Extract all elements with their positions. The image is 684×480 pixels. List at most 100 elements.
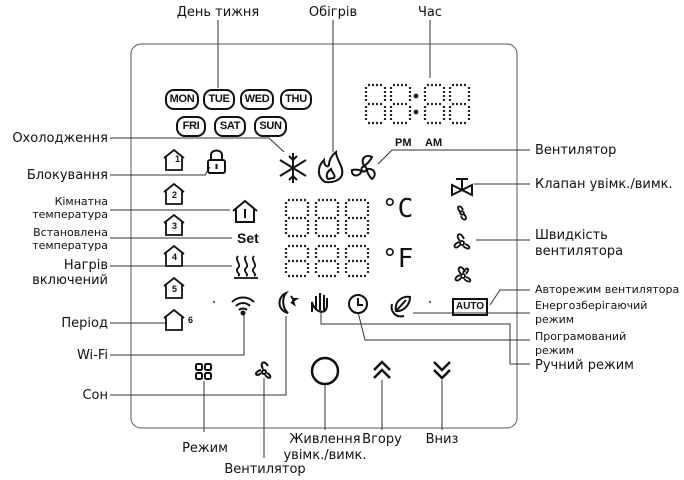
house-period-icon — [163, 244, 185, 267]
label-day-of-week: День тижня — [176, 5, 260, 20]
pm-indicator: PM — [395, 137, 412, 149]
wifi-icon — [231, 296, 255, 316]
label-up: Вгору — [362, 432, 402, 447]
fahrenheit-unit: °F — [382, 244, 414, 274]
period-4: 4 — [172, 252, 178, 262]
am-indicator: AM — [425, 137, 443, 149]
label-program-1: Програмований — [535, 330, 627, 343]
hand-icon — [311, 293, 328, 313]
day-wed: WED — [240, 89, 274, 110]
house-period-icon — [163, 213, 185, 236]
thermostat-panel — [130, 43, 518, 429]
power-icon[interactable] — [310, 356, 340, 386]
moon-icon — [278, 290, 300, 314]
label-eco-2: режим — [535, 313, 575, 326]
room-temp-digit-1 — [284, 198, 310, 238]
label-set-temp-2: температура — [32, 239, 108, 252]
room-temp-digit-2 — [314, 198, 340, 238]
leader-fan-auto — [489, 289, 530, 306]
label-time: Час — [417, 5, 443, 20]
day-sun: SUN — [254, 116, 287, 137]
label-fan-speed-2: вентилятора — [535, 244, 624, 259]
label-heat-on-2: включений — [32, 273, 108, 288]
leader-lock — [110, 166, 211, 176]
celsius-unit: °C — [382, 194, 414, 224]
down-chevron-icon[interactable] — [433, 361, 451, 380]
label-room-temp-2: температура — [32, 208, 108, 221]
leader-wifi — [110, 314, 245, 356]
set-indicator: Set — [237, 230, 259, 246]
time-digit-display — [364, 83, 471, 125]
label-heat-on-1: Нагрів — [63, 258, 108, 273]
house-period-icon — [163, 148, 185, 171]
label-lock: Блокування — [26, 168, 108, 183]
period-house-icons — [163, 148, 185, 331]
fan-button-icon[interactable] — [255, 361, 272, 379]
label-period: Період — [61, 316, 108, 331]
leader-sleep — [110, 316, 287, 396]
time-digit-1 — [364, 83, 387, 125]
label-valve: Клапан увімк./вимк. — [535, 177, 673, 192]
period-1: 1 — [175, 154, 181, 164]
period-3: 3 — [172, 221, 178, 231]
room-temp-digit-3 — [344, 198, 370, 238]
time-digit-2 — [389, 83, 412, 125]
snowflake-icon — [279, 153, 307, 183]
label-sleep: Сон — [82, 388, 108, 403]
time-digit-4 — [448, 83, 471, 125]
clock-icon — [348, 294, 368, 314]
lock-icon — [207, 149, 226, 174]
fan-speed-icon — [453, 205, 472, 283]
dot-right — [429, 301, 431, 303]
label-power-1: Живлення — [289, 432, 361, 447]
label-mode: Режим — [182, 441, 228, 456]
label-cooling: Охолодження — [12, 131, 108, 146]
time-colon-dot — [413, 109, 419, 115]
leader-cooling — [110, 137, 285, 153]
dot-left — [213, 301, 215, 303]
label-program-2: режим — [535, 344, 575, 357]
house-period-icon — [163, 182, 185, 205]
period-6: 6 — [188, 315, 194, 325]
set-temp-digit-3 — [344, 244, 370, 278]
label-wifi: Wi-Fi — [76, 348, 108, 363]
label-fan-auto: Авторежим вентилятора — [535, 283, 680, 296]
day-fri: FRI — [176, 116, 206, 137]
label-eco-1: Енергозберігаючий — [535, 299, 648, 312]
fan-icon — [350, 155, 376, 181]
up-chevron-icon[interactable] — [373, 360, 391, 379]
auto-indicator: AUTO — [452, 298, 488, 316]
valve-icon — [451, 178, 473, 197]
label-fan-bottom: Вентилятор — [224, 462, 306, 477]
label-room-temp-1: Кімнатна — [54, 195, 108, 208]
leader-manual — [320, 310, 530, 365]
period-5: 5 — [172, 284, 178, 294]
house-period-icon — [163, 308, 185, 331]
day-mon: MON — [165, 89, 199, 110]
set-temp-digit-1 — [284, 244, 310, 278]
leader-program — [357, 311, 530, 341]
house-period-icon — [163, 276, 185, 299]
mode-grid-icon[interactable] — [195, 363, 212, 380]
label-down: Вниз — [425, 432, 459, 447]
label-manual: Ручний режим — [535, 358, 634, 373]
time-colon-dot — [413, 93, 419, 99]
day-tue: TUE — [203, 89, 235, 110]
day-thu: THU — [280, 89, 312, 110]
day-sat: SAT — [214, 116, 246, 137]
flame-icon — [317, 150, 344, 184]
label-set-temp-1: Встановлена — [33, 226, 108, 239]
eco-leaf-icon — [390, 295, 412, 318]
label-power-2: увімк./вимк. — [283, 448, 367, 463]
leader-fan-top — [377, 149, 530, 165]
heat-waves-icon — [234, 255, 258, 279]
label-fan-speed-1: Швидкість — [535, 228, 608, 243]
temperature-digit-display — [284, 198, 370, 278]
time-digit-3 — [423, 83, 446, 125]
label-heating: Обігрів — [308, 5, 358, 20]
set-temp-digit-2 — [314, 244, 340, 278]
label-fan-top: Вентилятор — [535, 143, 617, 158]
period-2: 2 — [172, 190, 178, 200]
thermometer-house-icon — [232, 199, 258, 223]
